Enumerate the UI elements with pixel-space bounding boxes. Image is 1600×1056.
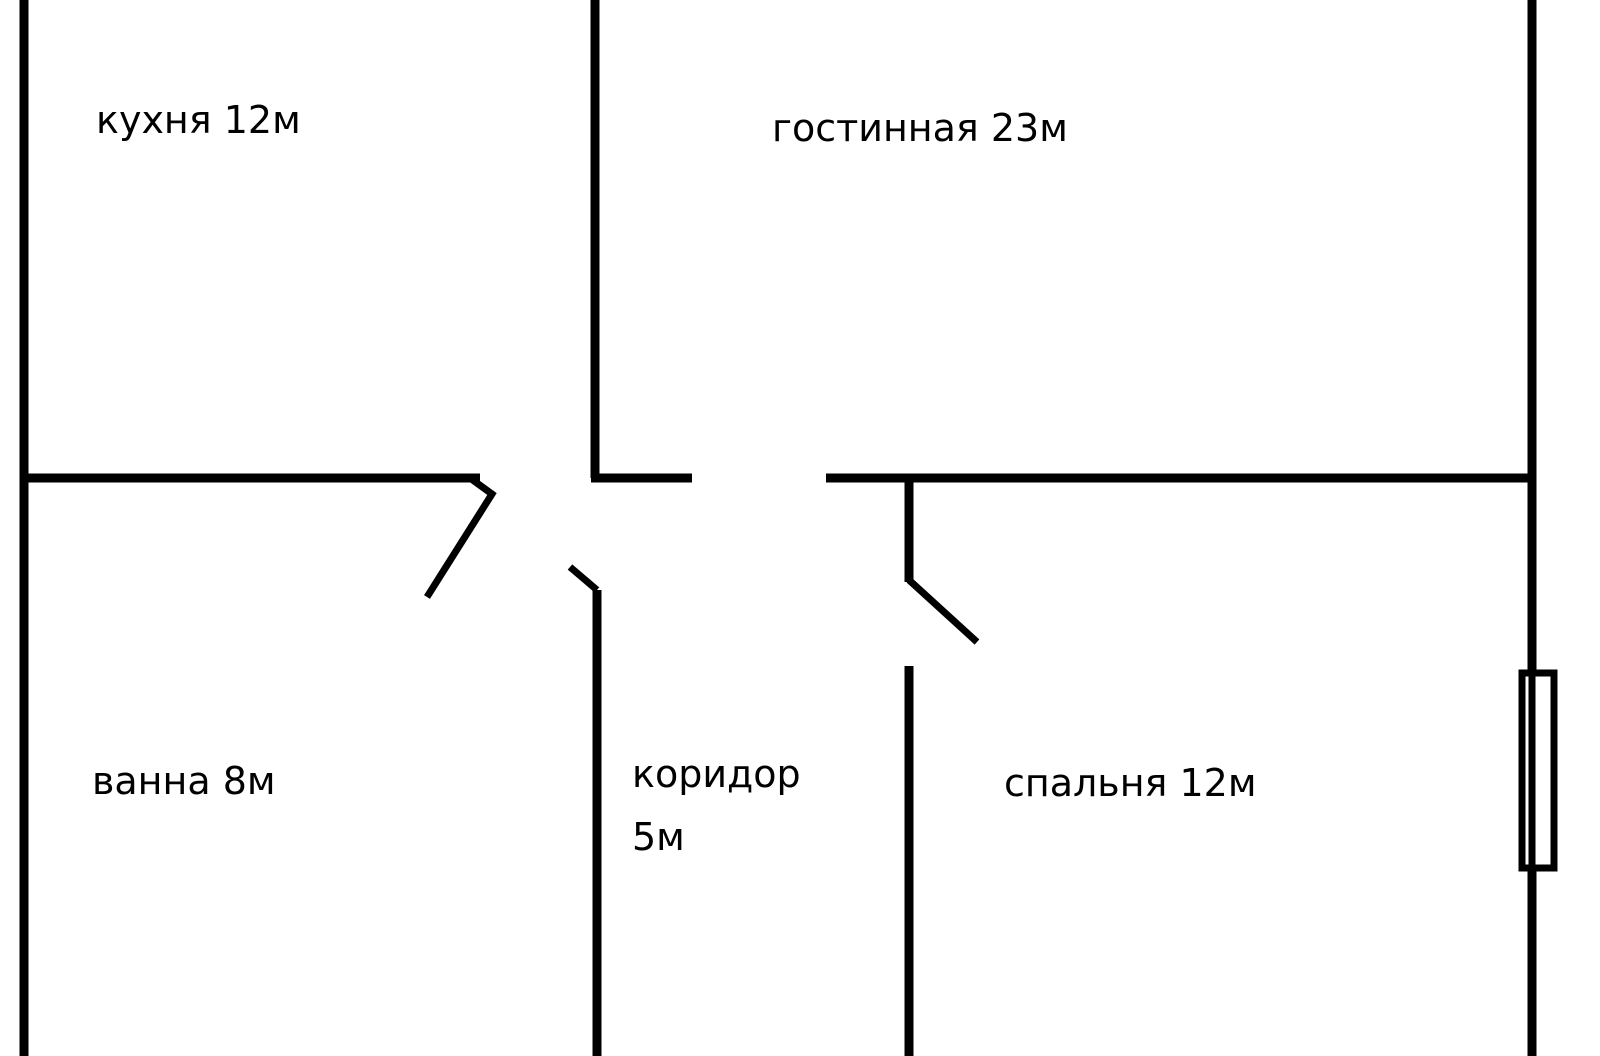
label-corridor-name: коридор	[632, 752, 801, 796]
window	[1518, 669, 1558, 872]
label-living-room: гостинная 23м	[772, 106, 1068, 150]
label-corridor-area: 5м	[632, 815, 685, 859]
door-bedroom	[906, 577, 980, 645]
door-corridor-left	[567, 564, 600, 593]
label-bedroom: спальня 12м	[1004, 761, 1257, 805]
walls	[19, 0, 1537, 1056]
window-outer	[1518, 669, 1558, 872]
door-bathroom	[424, 475, 497, 599]
doors	[424, 475, 980, 645]
label-kitchen: кухня 12м	[96, 98, 301, 142]
label-bathroom: ванна 8м	[92, 759, 276, 803]
room-labels: кухня 12м гостинная 23м ванна 8м коридор…	[92, 98, 1257, 859]
